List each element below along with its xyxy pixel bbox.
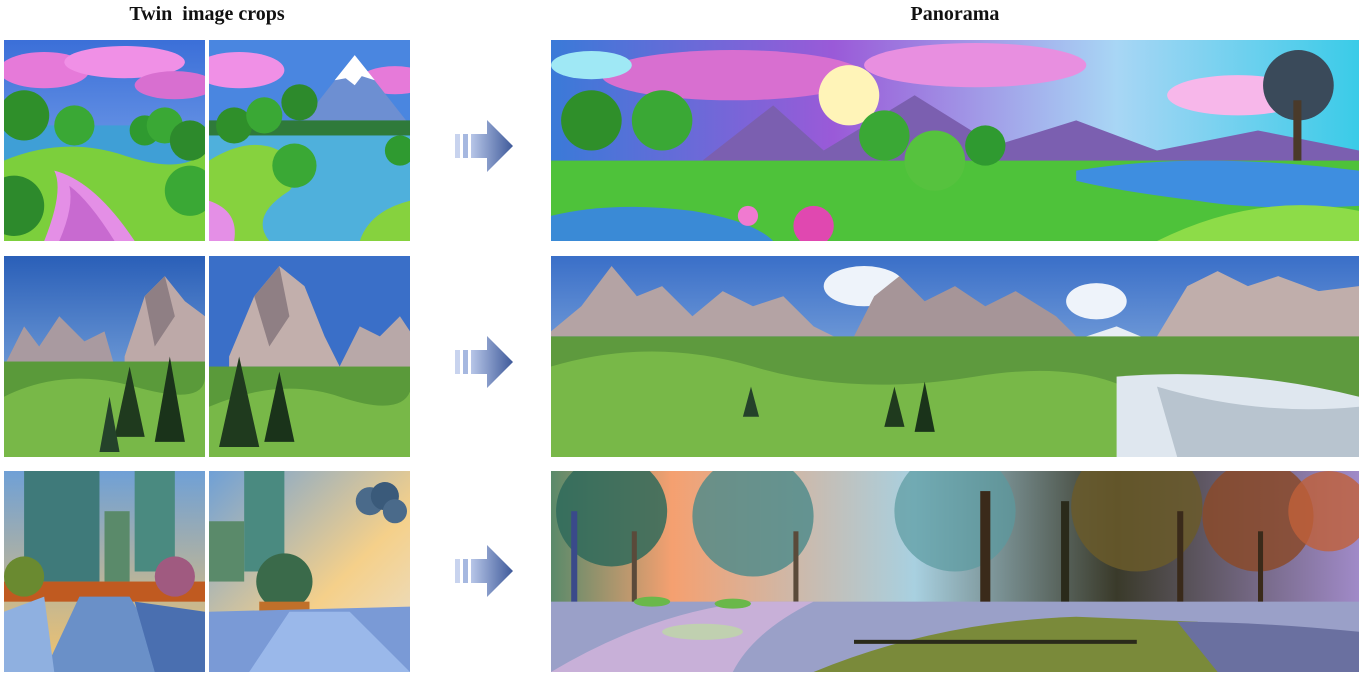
cartoon-crop-right bbox=[209, 40, 410, 241]
right-arrow-icon bbox=[455, 545, 513, 597]
cartoon-panorama bbox=[551, 40, 1359, 241]
mountain-crop-right bbox=[209, 256, 410, 457]
park-panorama bbox=[551, 471, 1359, 672]
right-arrow-icon bbox=[455, 336, 513, 388]
mountain-panorama bbox=[551, 256, 1359, 457]
left-column-header: Twin image crops bbox=[129, 3, 285, 25]
park-crop-left bbox=[4, 471, 205, 672]
right-arrow-icon bbox=[455, 120, 513, 172]
right-column-header: Panorama bbox=[910, 3, 1000, 25]
park-crop-right bbox=[209, 471, 410, 672]
cartoon-crop-left bbox=[4, 40, 205, 241]
mountain-crop-left bbox=[4, 256, 205, 457]
